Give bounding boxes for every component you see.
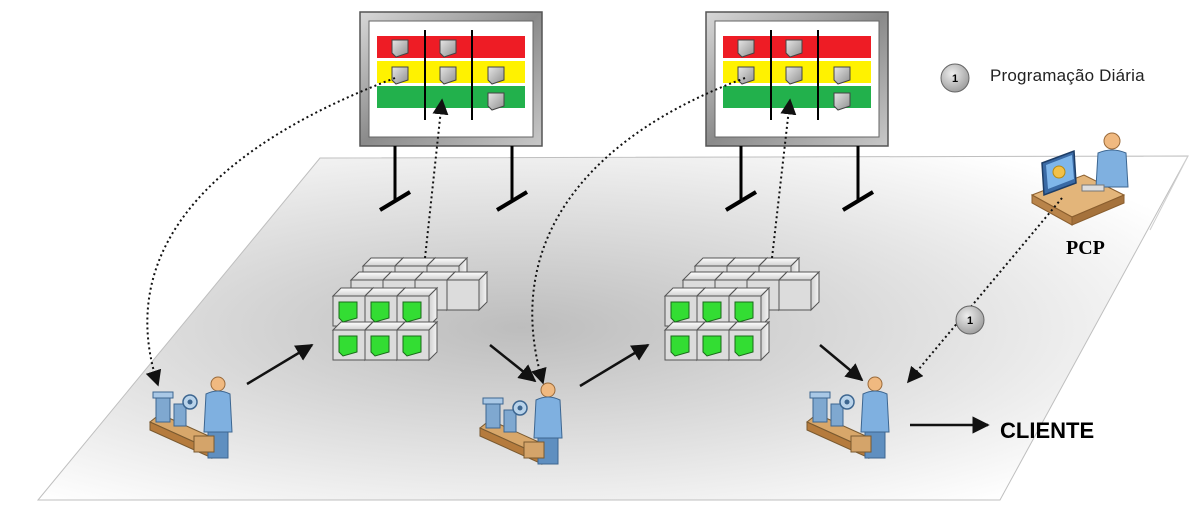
flow-marker-number: 1 [967,315,973,327]
kanban-supermarket-2 [664,257,820,361]
legend-label: Programação Diária [990,66,1145,85]
legend-marker-number: 1 [952,73,958,85]
kanban-supermarket-1 [332,257,488,361]
flow-marker-icon: 1 [955,305,985,335]
legend-marker-icon: 1 [940,63,970,93]
material-flow-arrows [246,343,990,434]
cliente-label: CLIENTE [1000,418,1095,443]
shop-floor [36,155,1189,501]
information-flow-lines [145,77,1063,387]
pcp-label: PCP [1066,237,1105,259]
